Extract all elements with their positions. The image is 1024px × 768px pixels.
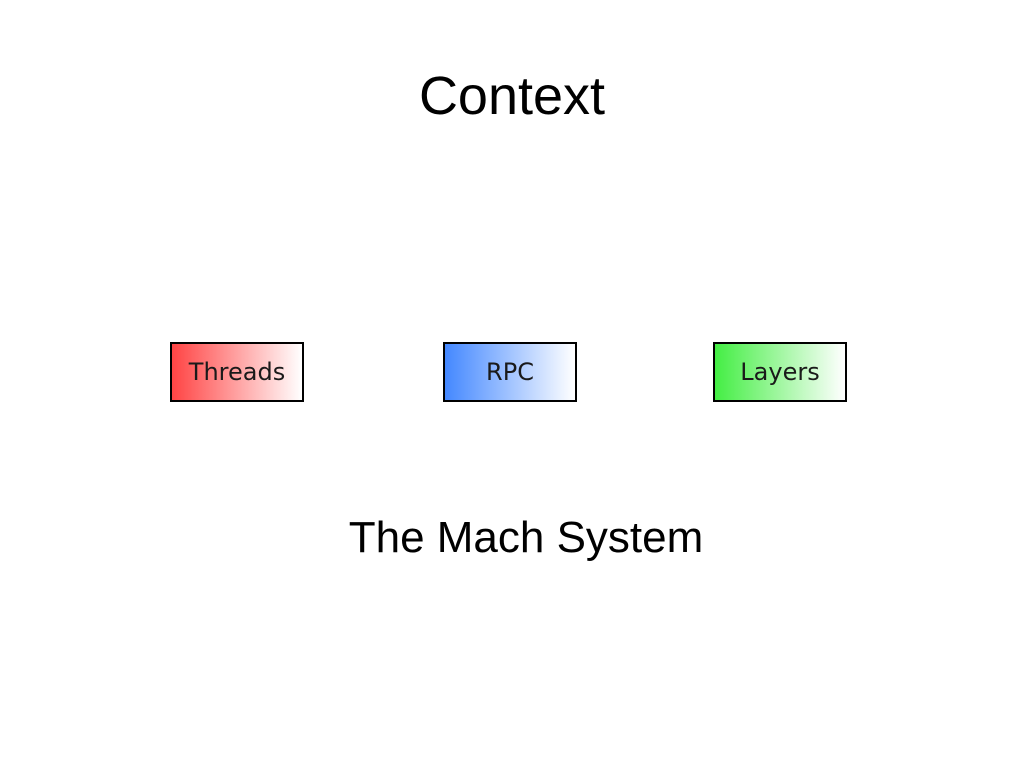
rpc-box: RPC	[443, 342, 577, 402]
threads-label: Threads	[188, 358, 286, 386]
rpc-label: RPC	[486, 358, 534, 386]
threads-box: Threads	[170, 342, 304, 402]
slide-subtitle: The Mach System	[348, 513, 704, 562]
layers-label: Layers	[740, 358, 820, 386]
layers-box: Layers	[713, 342, 847, 402]
slide-title: Context	[418, 66, 606, 126]
